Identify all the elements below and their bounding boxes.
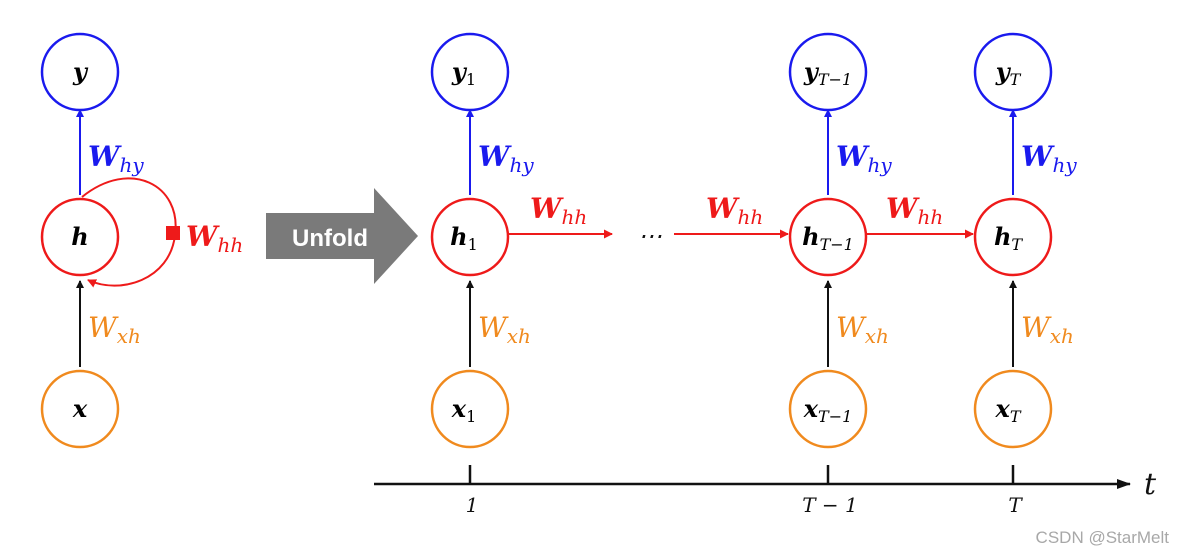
tick-label-t-minus-1: T − 1 bbox=[802, 493, 858, 517]
col2-y-node bbox=[788, 32, 868, 112]
col3-y-node bbox=[973, 32, 1053, 112]
tick-label-1: 1 bbox=[466, 493, 479, 517]
col3-x-label: xT bbox=[995, 394, 1022, 426]
col3-h-label: hT bbox=[994, 222, 1023, 254]
col1-x-node bbox=[430, 369, 510, 449]
col3-x-node bbox=[973, 369, 1053, 449]
column-1: y1 h1 x1 Why Wxh bbox=[430, 32, 534, 449]
folded-y-label: y bbox=[72, 57, 89, 86]
col2-h-node bbox=[788, 197, 868, 277]
w-hh-label-1: Whh bbox=[530, 192, 587, 229]
col1-w-xh-label: Wxh bbox=[478, 311, 531, 348]
col2-y-label: yT−1 bbox=[803, 57, 852, 89]
col1-h-label: h1 bbox=[450, 222, 478, 254]
tick-label-t: T bbox=[1008, 493, 1023, 517]
watermark: CSDN @StarMelt bbox=[1035, 528, 1169, 547]
folded-w-hh-label: Whh bbox=[186, 220, 243, 257]
unfold-arrow: Unfold bbox=[266, 188, 418, 284]
folded-w-xh-label: Wxh bbox=[88, 311, 141, 348]
w-hh-label-2: Whh bbox=[706, 192, 763, 229]
col2-x-label: xT−1 bbox=[803, 394, 853, 426]
col3-w-xh-label: Wxh bbox=[1021, 311, 1074, 348]
axis-label-t: t bbox=[1144, 467, 1157, 502]
folded-y-node bbox=[40, 32, 120, 112]
column-t-minus-1: yT−1 hT−1 xT−1 Why Wxh bbox=[788, 32, 892, 449]
col3-w-hy-label: Why bbox=[1021, 140, 1077, 177]
col2-w-hy-label: Why bbox=[836, 140, 892, 177]
unfold-arrow-shape bbox=[266, 188, 418, 284]
delay-square-icon bbox=[166, 226, 180, 240]
folded-w-hy-label: Why bbox=[88, 140, 144, 177]
w-hh-label-3: Whh bbox=[886, 192, 943, 229]
col3-h-node bbox=[973, 197, 1053, 277]
unfold-label: Unfold bbox=[292, 225, 368, 252]
column-t: yT hT xT Why Wxh bbox=[973, 32, 1077, 449]
folded-h-label: h bbox=[71, 222, 88, 251]
col2-h-label: hT−1 bbox=[802, 222, 854, 254]
folded-x-node bbox=[40, 369, 120, 449]
time-axis: 1 T − 1 T t bbox=[374, 465, 1157, 517]
col2-w-xh-label: Wxh bbox=[836, 311, 889, 348]
col1-h-node bbox=[430, 197, 510, 277]
col1-y-node bbox=[430, 32, 510, 112]
recurrent-connections: ⋯ Whh Whh Whh bbox=[509, 192, 974, 250]
col1-w-hy-label: Why bbox=[478, 140, 534, 177]
col3-y-label: yT bbox=[995, 57, 1022, 89]
col2-x-node bbox=[788, 369, 868, 449]
folded-rnn: y h x Why Whh Wxh bbox=[40, 32, 243, 449]
ellipsis: ⋯ bbox=[638, 222, 662, 250]
col1-x-label: x1 bbox=[451, 394, 477, 426]
folded-h-node bbox=[40, 197, 120, 277]
folded-x-label: x bbox=[72, 394, 88, 423]
col1-y-label: y1 bbox=[451, 57, 476, 89]
